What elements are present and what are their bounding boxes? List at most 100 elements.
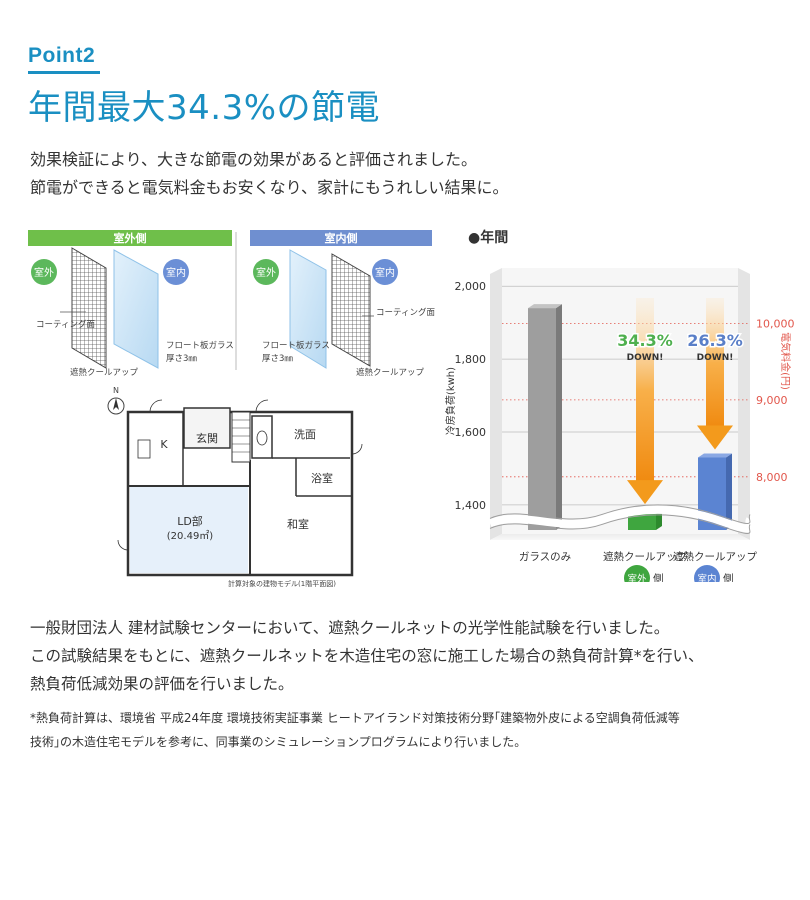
reduction-arrow	[706, 298, 724, 428]
outdoor-circle-label: 室外	[256, 266, 276, 279]
bar	[528, 308, 556, 530]
installation-diagram: 室外側 室外 室内 コーティング面 フロート板ガラス 厚さ3㎜ 遮熱クールアップ…	[28, 230, 435, 588]
toilet-icon	[256, 430, 268, 446]
plot-floor	[490, 534, 750, 540]
plot-right-wall	[738, 268, 750, 540]
bar-top	[528, 304, 562, 309]
outdoor-install-panel: 室外側 室外 室内 コーティング面 フロート板ガラス 厚さ3㎜ 遮熱クールアップ	[28, 230, 237, 378]
reduction-arrow	[636, 298, 654, 483]
axis-break	[488, 505, 754, 533]
side-badge-suffix: 側	[653, 572, 664, 582]
net-shape	[331, 253, 371, 367]
point-label: Point2	[28, 44, 96, 67]
y-tick-label: 1,800	[455, 353, 487, 366]
door-swing	[117, 539, 129, 551]
footnote-line: *熱負荷計算は、環境省 平成24年度 環境技術実証事業 ヒートアイランド対策技術…	[30, 711, 680, 725]
door-swing	[351, 443, 363, 455]
lead-text: 効果検証により、大きな節電の効果があると評価されました。 節電ができると電気料金…	[30, 146, 509, 202]
annual-load-chart: ●年間 1,400 1,600 1,800 2,000 8,000 9,000 10,00…	[444, 229, 795, 582]
kitchen-fixture	[137, 439, 151, 459]
indoor-panel-header-bg	[250, 230, 432, 246]
chart-y-axis: 1,400 1,600 1,800 2,000	[455, 280, 487, 512]
reduction-arrow-head	[627, 480, 663, 505]
indoor-circle	[163, 259, 189, 285]
floor-plan: N K	[107, 386, 363, 588]
chart-ylabel-left: 冷房負荷(kwh)	[444, 367, 457, 435]
chart-ylabel-right: 電気料金(円)	[779, 332, 792, 390]
y-tick-label: 1,600	[455, 426, 487, 439]
reduction-arrow-head	[697, 425, 733, 450]
x-tick-label: 遮熱クールアップ	[603, 550, 687, 563]
side-badge	[694, 565, 720, 582]
side-badge-label: 室内	[697, 573, 716, 582]
y-right-tick-label: 8,000	[756, 471, 788, 484]
living-room-fill	[130, 486, 248, 573]
body-line: 一般財団法人 建材試験センターにおいて、遮熱クールネットの光学性能試験を行いまし…	[30, 619, 670, 637]
chart-title: ●年間	[468, 229, 508, 246]
net-label: 遮熱クールアップ	[356, 367, 425, 378]
y-tick-label: 1,400	[455, 499, 487, 512]
side-badge	[624, 565, 650, 582]
room-label-living: LD部	[177, 514, 203, 528]
outdoor-circle-label: 室外	[34, 266, 54, 279]
footnote-line: 技術｣の木造住宅モデルを参考に、同事業のシミュレーションプログラムにより行いまし…	[30, 735, 527, 749]
room-label-washroom: 洗面	[294, 428, 316, 441]
chart-annotations: 34.3%DOWN!26.3%DOWN!	[616, 298, 744, 505]
lead-line: 効果検証により、大きな節電の効果があると評価されました。	[30, 150, 478, 169]
glass-shape	[113, 249, 159, 369]
x-tick-label: 遮熱クールアップ	[673, 550, 757, 563]
indoor-circle	[372, 259, 398, 285]
bar-side	[726, 453, 732, 530]
outdoor-panel-header-bg	[28, 230, 232, 246]
glass-thickness-label: 厚さ3㎜	[166, 354, 197, 364]
indoor-circle-label: 室内	[375, 266, 395, 279]
side-badge-label: 室外	[627, 573, 647, 582]
y-right-tick-label: 9,000	[756, 394, 788, 407]
x-tick-label: ガラスのみ	[519, 551, 571, 563]
coating-label: コーティング面	[376, 307, 435, 318]
chart-y-axis-right: 8,000 9,000 10,000	[756, 317, 795, 483]
y-tick-label: 2,000	[455, 280, 487, 293]
outdoor-circle	[253, 259, 279, 285]
floor-plan-caption: 計算対象の建物モデル(1階平面図)	[228, 579, 336, 588]
glass-shape	[289, 249, 327, 369]
reduction-percent: 34.3%	[617, 331, 673, 350]
net-label: 遮熱クールアップ	[70, 367, 139, 378]
room-label-bathroom: 浴室	[311, 471, 333, 485]
indoor-circle-label: 室内	[166, 266, 186, 279]
outdoor-panel-header: 室外側	[114, 231, 147, 245]
axis-break-line	[489, 514, 751, 534]
glass-thickness-label: 厚さ3㎜	[262, 354, 293, 364]
reduction-percent: 26.3%	[687, 331, 743, 350]
lead-line: 節電ができると電気料金もお安くなり、家計にもうれしい結果に。	[30, 178, 509, 197]
entrance-room	[183, 407, 231, 449]
side-badge-suffix: 側	[723, 572, 734, 582]
toilet-room	[251, 415, 273, 459]
body-line: 熱負荷低減効果の評価を行いました。	[30, 675, 294, 693]
footnote: *熱負荷計算は、環境省 平成24年度 環境技術実証事業 ヒートアイランド対策技術…	[30, 706, 680, 754]
glass-label: フロート板ガラス	[166, 340, 234, 351]
room-label-kitchen: K	[160, 438, 168, 451]
door-swing	[255, 399, 269, 413]
body-paragraph: 一般財団法人 建材試験センターにおいて、遮熱クールネットの光学性能試験を行いまし…	[30, 614, 703, 698]
plot-left-wall	[490, 268, 502, 540]
glass-label: フロート板ガラス	[262, 340, 330, 351]
point-underline	[28, 71, 100, 74]
net-shape	[71, 247, 107, 369]
reduction-note: DOWN!	[697, 353, 734, 363]
bar-side	[556, 304, 562, 530]
room-label-entrance: 玄関	[196, 431, 218, 445]
page-title: 年間最大34.3%の節電	[28, 88, 381, 128]
outdoor-circle	[31, 259, 57, 285]
north-arrow-pointer	[113, 398, 119, 410]
chart-x-axis: ガラスのみ遮熱クールアップ室外側遮熱クールアップ室内側	[519, 550, 757, 582]
indoor-panel-header: 室内側	[325, 231, 358, 245]
indoor-install-panel: 室内側 室外 室内 コーティング面 フロート板ガラス 厚さ3㎜ 遮熱クールアップ	[250, 230, 435, 378]
door-swing	[149, 399, 163, 413]
chart-bars	[488, 304, 754, 534]
room-label-japanese: 和室	[287, 517, 309, 531]
y-right-tick-label: 10,000	[756, 317, 795, 330]
body-line: この試験結果をもとに、遮熱クールネットを木造住宅の窓に施工した場合の熱負荷計算*…	[30, 647, 704, 665]
coating-label: コーティング面	[36, 319, 95, 330]
north-label: N	[113, 386, 119, 395]
